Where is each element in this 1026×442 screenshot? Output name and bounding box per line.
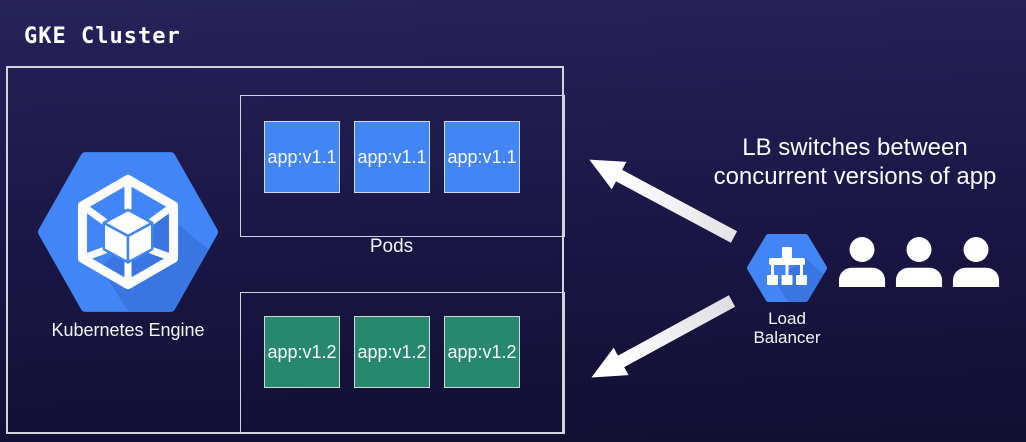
pod-app-v11: app:v1.1 <box>354 121 430 193</box>
pod-app-v11: app:v1.1 <box>444 121 520 193</box>
pods-group-v12: app:v1.2 app:v1.2 app:v1.2 <box>240 292 565 434</box>
pods-group-v11: app:v1.1 app:v1.1 app:v1.1 <box>240 95 565 237</box>
kubernetes-engine-icon <box>38 152 218 312</box>
pod-app-v11: app:v1.1 <box>264 121 340 193</box>
users-group <box>838 236 1000 288</box>
pod-app-v12: app:v1.2 <box>444 316 520 388</box>
annotation-line1: LB switches between <box>742 134 968 161</box>
load-balancer-label-line2: Balancer <box>753 328 821 347</box>
gke-cluster-box: Kubernetes Engine app:v1.1 app:v1.1 app:… <box>6 66 565 434</box>
load-balancer-label: Load Balancer <box>727 309 847 347</box>
annotation-text: LB switches between concurrent versions … <box>688 133 1022 191</box>
user-icon <box>838 237 886 287</box>
load-balancer-label-line1: Load <box>768 309 806 328</box>
arrow-to-v12-pods <box>591 295 736 378</box>
user-icon <box>952 237 1000 287</box>
load-balancer-icon <box>747 234 827 302</box>
pods-label: Pods <box>369 236 414 257</box>
user-icon <box>895 237 943 287</box>
annotation-line2: concurrent versions of app <box>713 163 997 190</box>
diagram-title: GKE Cluster <box>24 24 181 49</box>
pod-app-v12: app:v1.2 <box>354 316 430 388</box>
pod-app-v12: app:v1.2 <box>264 316 340 388</box>
load-balancer: Load Balancer <box>727 231 847 347</box>
kubernetes-engine-label: Kubernetes Engine <box>51 320 205 340</box>
kubernetes-engine: Kubernetes Engine <box>8 148 248 341</box>
